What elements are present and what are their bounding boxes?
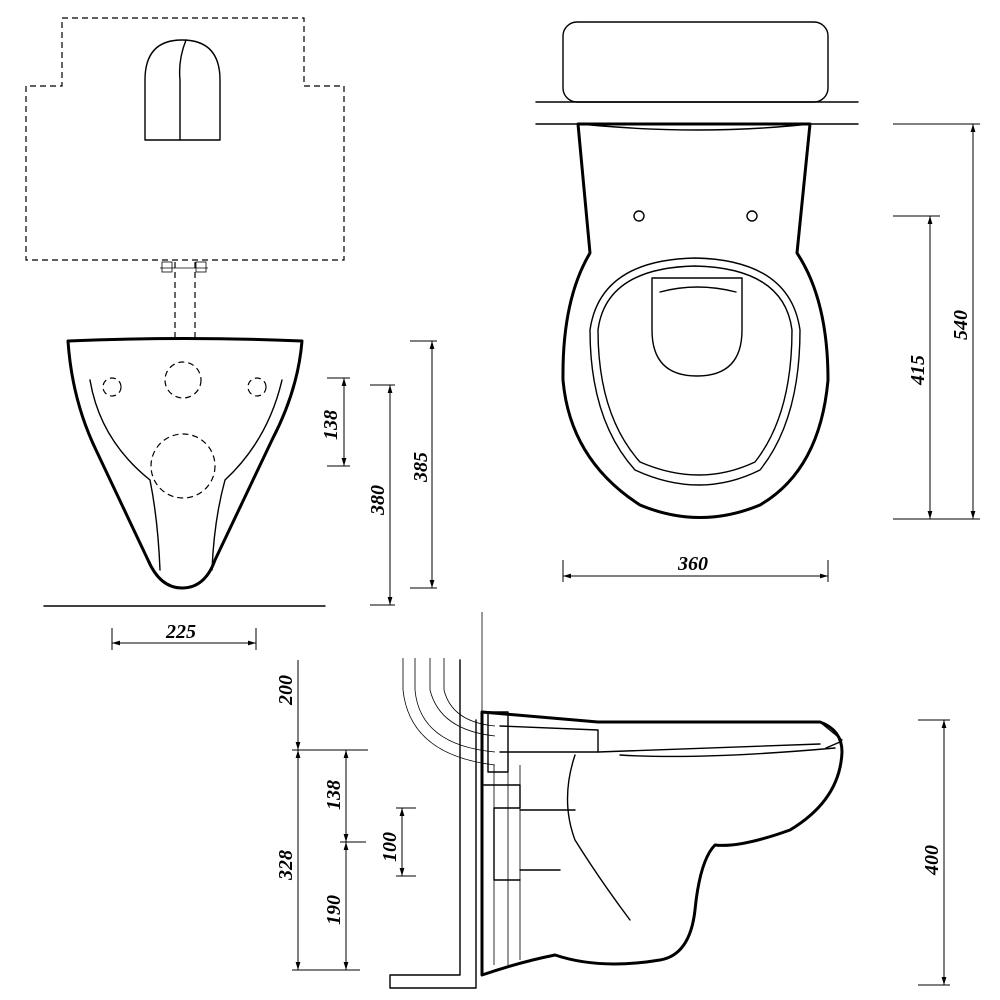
dim-100: 100 bbox=[379, 807, 416, 877]
side-view: 200 328 138 100 190 400 bbox=[275, 612, 950, 989]
dim-label-400: 400 bbox=[921, 845, 943, 876]
dim-label-100: 100 bbox=[379, 832, 401, 862]
dim-415: 415 bbox=[893, 215, 940, 520]
dim-label-415: 415 bbox=[907, 355, 929, 386]
dim-385: 385 bbox=[410, 340, 437, 589]
flush-plate bbox=[144, 39, 221, 141]
dim-225: 225 bbox=[111, 621, 257, 650]
top-cistern-outline bbox=[562, 21, 829, 103]
wall-and-floor bbox=[389, 659, 477, 989]
bowl-side-outline bbox=[480, 710, 844, 977]
front-fixing-hole-top bbox=[164, 361, 202, 399]
front-view: 225 138 380 385 bbox=[25, 17, 437, 650]
dim-138-front: 138 bbox=[320, 377, 350, 467]
dim-380: 380 bbox=[367, 384, 395, 606]
dim-label-380: 380 bbox=[367, 485, 389, 516]
dim-label-540: 540 bbox=[950, 310, 972, 340]
top-bolt-left bbox=[633, 210, 645, 222]
concealed-cistern-outline bbox=[25, 17, 345, 261]
dim-label-190: 190 bbox=[323, 895, 345, 925]
dim-label-200: 200 bbox=[275, 675, 297, 706]
dim-540: 540 bbox=[893, 123, 980, 520]
front-bolt-hole-left bbox=[102, 377, 122, 397]
dim-328: 328 bbox=[275, 750, 360, 971]
wall-frame-bracket bbox=[487, 711, 509, 773]
bowl-front-outline bbox=[66, 337, 304, 590]
dim-400: 400 bbox=[918, 719, 950, 986]
dim-label-138-side: 138 bbox=[323, 780, 345, 810]
dim-label-385: 385 bbox=[410, 452, 432, 483]
pipe-connectors bbox=[160, 261, 208, 340]
dim-label-360: 360 bbox=[677, 553, 708, 575]
dim-label-225: 225 bbox=[165, 621, 196, 643]
dim-label-328: 328 bbox=[275, 850, 297, 881]
front-outlet-hole bbox=[150, 433, 216, 499]
bowl-inner-curve bbox=[566, 754, 631, 921]
bowl-top-opening bbox=[651, 277, 743, 377]
bowl-top-rim bbox=[589, 257, 801, 486]
top-bolt-right bbox=[746, 210, 758, 222]
dim-360: 360 bbox=[562, 553, 829, 582]
dim-label-138-front: 138 bbox=[320, 410, 342, 440]
top-view: 360 415 540 bbox=[535, 21, 980, 582]
drain-pipe-bend bbox=[402, 658, 496, 766]
bowl-top-outline bbox=[561, 122, 830, 519]
dim-190: 190 bbox=[323, 842, 349, 970]
dim-138-side: 138 bbox=[323, 750, 366, 843]
dim-200: 200 bbox=[275, 660, 368, 751]
support-frame bbox=[493, 765, 521, 965]
front-bolt-hole-right bbox=[247, 377, 267, 397]
